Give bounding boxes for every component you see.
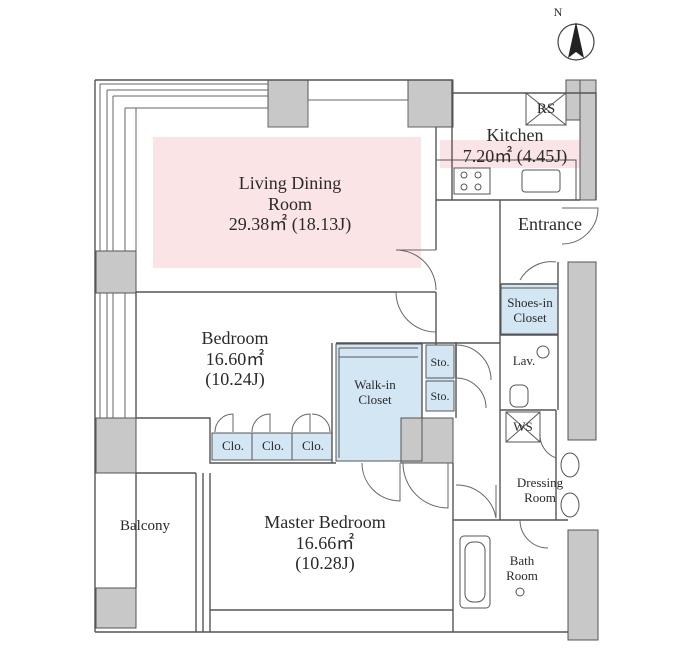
interior-walls bbox=[135, 127, 580, 632]
bedroom-name: Bedroom bbox=[201, 328, 269, 348]
clo-closet-fill bbox=[212, 433, 332, 460]
lav-label: Lav. bbox=[512, 353, 536, 368]
shoes-closet-label: Shoes-in Closet bbox=[500, 295, 560, 326]
walkin-closet-label: Walk-in Closet bbox=[340, 377, 410, 408]
clo-label-3: Clo. bbox=[301, 438, 325, 453]
compass-icon bbox=[557, 22, 595, 61]
dressing-room-label: Dressing Room bbox=[502, 475, 578, 506]
clo-label-1: Clo. bbox=[221, 438, 245, 453]
bedroom-area: 16.60㎡ bbox=[205, 348, 265, 369]
entrance-label: Entrance bbox=[518, 214, 582, 234]
compass-letter: N bbox=[553, 5, 563, 19]
living-window-frame bbox=[99, 83, 436, 418]
balcony-label: Balcony bbox=[120, 518, 170, 534]
shoes-closet-fill bbox=[501, 284, 558, 334]
shoes-closet-name-2: Closet bbox=[513, 309, 547, 325]
outer-walls bbox=[94, 79, 597, 633]
rs-label: RS bbox=[536, 101, 556, 117]
kitchen-name: Kitchen bbox=[486, 125, 544, 145]
walkin-closet-name-1: Walk-in bbox=[354, 377, 396, 392]
dressing-room-name-2: Room bbox=[524, 489, 556, 505]
sto-label-2: Sto. bbox=[430, 389, 450, 403]
ws-label: WS bbox=[513, 419, 533, 434]
living-room-name-2: Room bbox=[267, 193, 312, 214]
master-bedroom-name: Master Bedroom bbox=[264, 512, 386, 532]
bath-room-label: Bath Room bbox=[496, 553, 548, 584]
wall-blocks bbox=[95, 79, 599, 641]
bedroom-label: Bedroom 16.60㎡ (10.24J) bbox=[170, 328, 300, 390]
master-bedroom-label: Master Bedroom 16.66㎡ (10.28J) bbox=[225, 512, 425, 574]
shoes-closet-name-1: Shoes-in bbox=[507, 295, 553, 310]
clo-label-2: Clo. bbox=[261, 438, 285, 453]
living-room-fill bbox=[153, 137, 421, 268]
kitchen-label-fill bbox=[440, 140, 586, 168]
door-swings bbox=[214, 207, 599, 549]
kitchen-label: Kitchen 7.20㎡ (4.45J) bbox=[440, 125, 590, 166]
bath-fixtures bbox=[459, 345, 580, 609]
closet-partitions bbox=[211, 283, 559, 462]
kitchen-area: 7.20㎡ (4.45J) bbox=[462, 145, 568, 166]
living-room-area: 29.38㎡ (18.13J) bbox=[228, 214, 352, 235]
bedroom-area-j: (10.24J) bbox=[205, 369, 265, 390]
bath-room-name-1: Bath bbox=[509, 553, 535, 568]
walkin-closet-name-2: Closet bbox=[358, 391, 392, 407]
sto-label-1: Sto. bbox=[430, 355, 450, 369]
bath-room-name-2: Room bbox=[506, 567, 538, 583]
master-bedroom-area-j: (10.28J) bbox=[295, 553, 355, 574]
living-room-label: Living Dining Room 29.38㎡ (18.13J) bbox=[175, 173, 405, 235]
master-bedroom-area: 16.66㎡ bbox=[295, 532, 355, 553]
living-room-name-1: Living Dining bbox=[238, 173, 342, 193]
dressing-room-name-1: Dressing bbox=[516, 475, 564, 490]
kitchen-fixtures bbox=[435, 92, 577, 201]
